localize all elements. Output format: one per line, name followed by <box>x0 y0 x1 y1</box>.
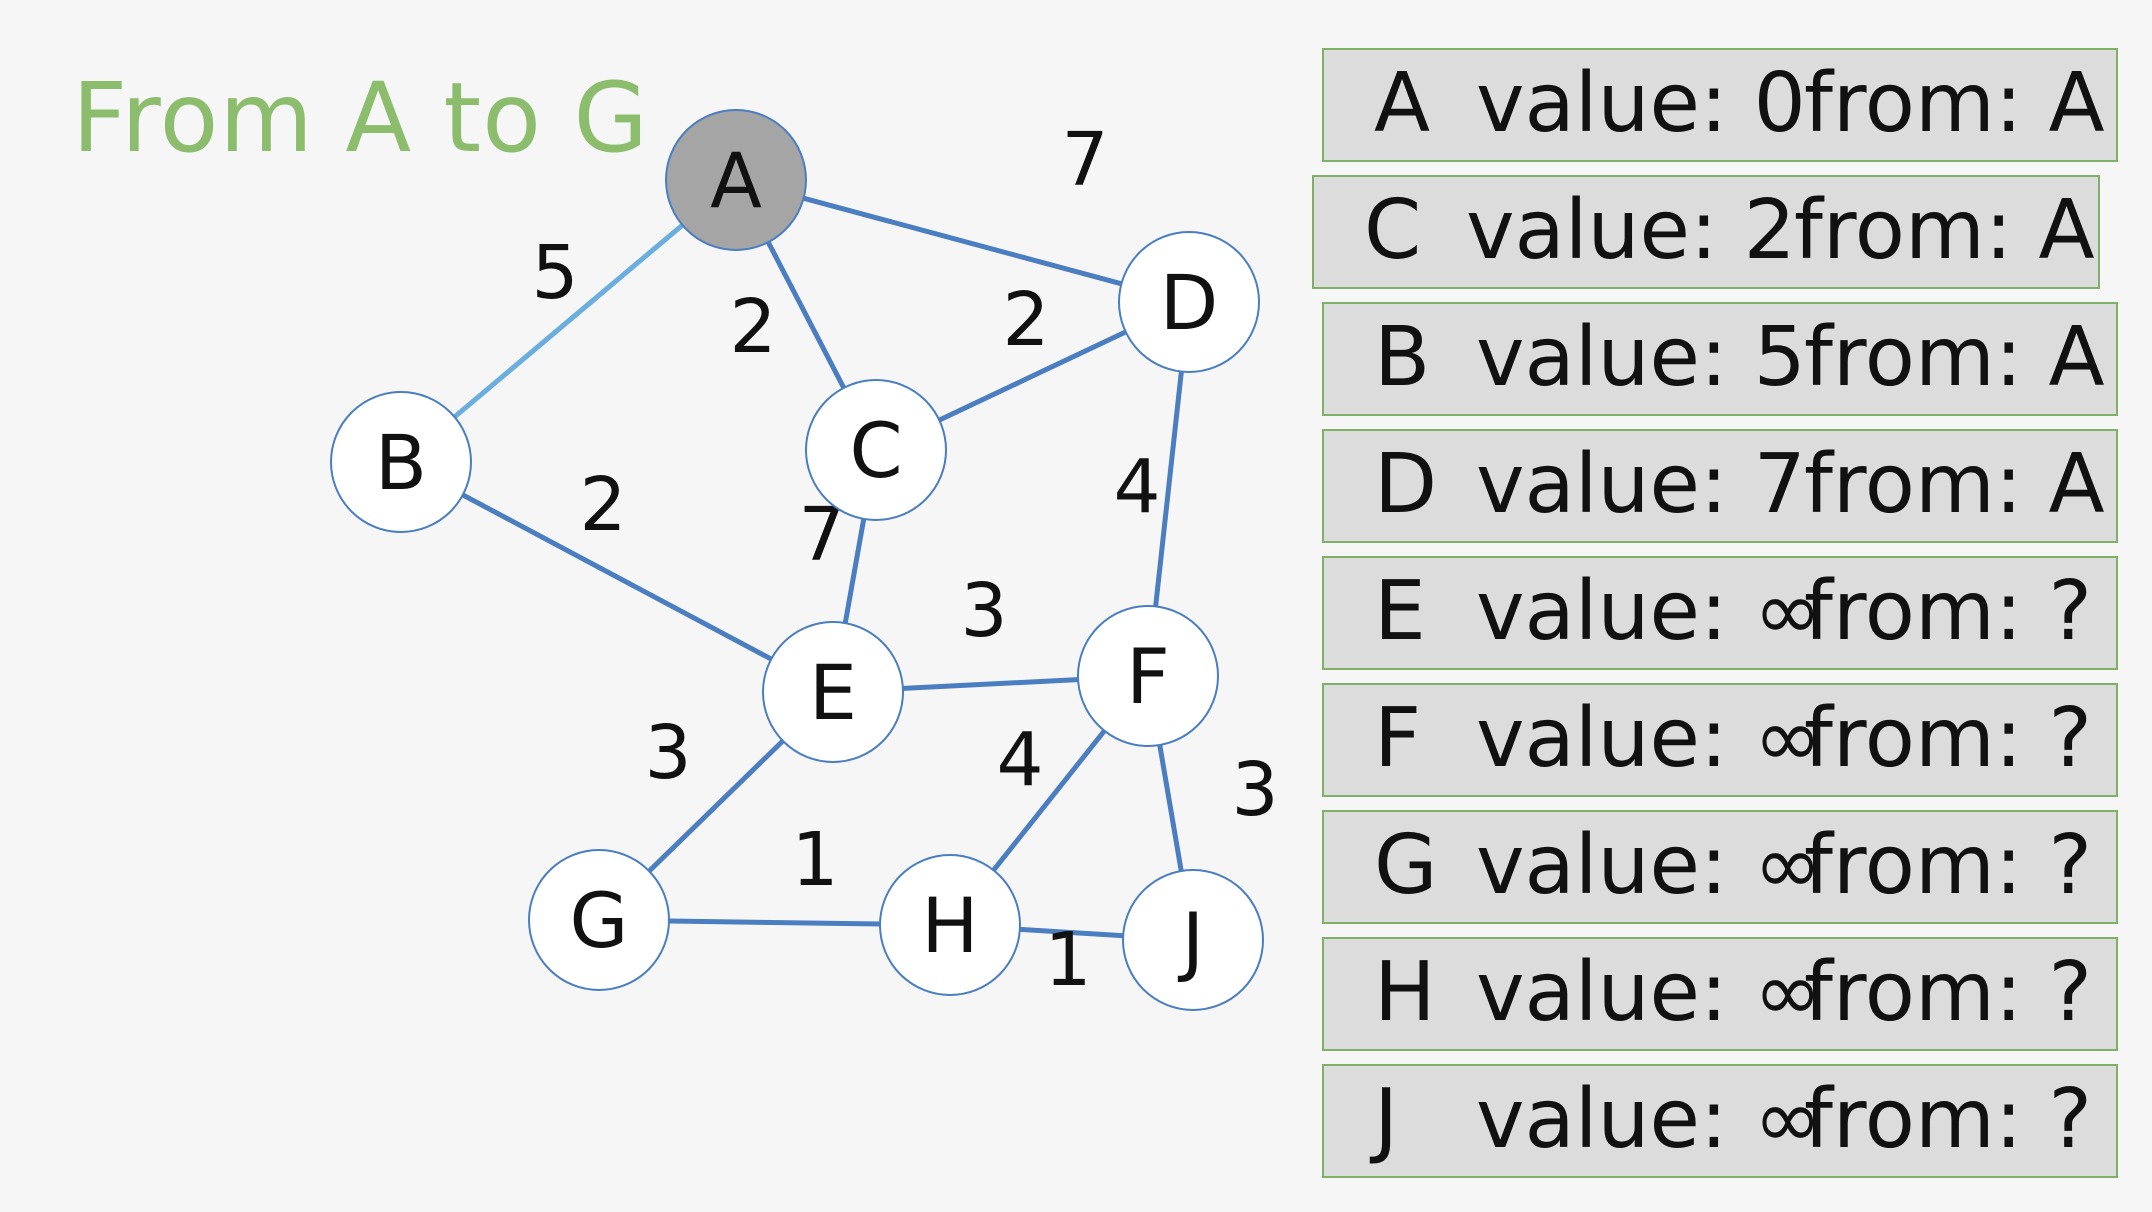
node-value: value: ∞ <box>1476 818 1822 913</box>
edge-a-b <box>399 178 738 464</box>
node-name: H <box>1374 945 1436 1040</box>
node-from: from: ? <box>1804 945 2093 1040</box>
node-value: value: 0 <box>1476 56 1806 151</box>
node-from: from: A <box>1794 183 2095 278</box>
node-value: value: ∞ <box>1476 564 1822 659</box>
node-circle-c <box>805 379 947 521</box>
node-j: J <box>1122 869 1264 1011</box>
node-circle-e <box>762 621 904 763</box>
node-circle-j <box>1122 869 1264 1011</box>
node-f: F <box>1077 605 1219 747</box>
edge-weight-e-g: 3 <box>644 710 691 796</box>
node-value: value: ∞ <box>1476 691 1822 786</box>
node-b: B <box>330 391 472 533</box>
edge-a-d <box>735 177 1190 305</box>
node-name: A <box>1374 56 1431 151</box>
node-from: from: A <box>1804 437 2105 532</box>
node-from: from: ? <box>1804 564 2093 659</box>
node-from: from: ? <box>1804 818 2093 913</box>
edge-weight-g-h: 1 <box>791 817 838 903</box>
node-label-b: B <box>375 418 427 507</box>
node-name: E <box>1374 564 1426 659</box>
edge-b-e <box>399 459 835 695</box>
edge-weight-c-d: 2 <box>1002 277 1049 363</box>
node-value: value: 7 <box>1476 437 1806 532</box>
edge-weight-f-h: 4 <box>996 717 1043 803</box>
node-c: C <box>805 379 947 521</box>
edge-weight-h-j: 1 <box>1044 917 1091 1003</box>
node-d: D <box>1118 231 1260 373</box>
node-circle-b <box>330 391 472 533</box>
node-circle-g <box>528 849 670 991</box>
node-value: value: 5 <box>1476 310 1806 405</box>
node-name: F <box>1374 691 1422 786</box>
edge-weight-a-c: 2 <box>729 284 776 370</box>
node-label-d: D <box>1160 258 1219 347</box>
node-circle-f <box>1077 605 1219 747</box>
node-label-f: F <box>1126 632 1170 721</box>
node-circle-d <box>1118 231 1260 373</box>
node-e: E <box>762 621 904 763</box>
node-name: J <box>1374 1072 1399 1167</box>
node-label-j: J <box>1178 896 1204 985</box>
node-value: value: ∞ <box>1476 945 1822 1040</box>
node-from: from: ? <box>1804 1072 2093 1167</box>
node-label-h: H <box>921 881 978 970</box>
edge-weight-b-e: 2 <box>579 462 626 548</box>
node-name: C <box>1364 183 1422 278</box>
node-h: H <box>879 854 1021 996</box>
edge-weight-d-f: 4 <box>1113 444 1160 530</box>
node-value: value: 2 <box>1466 183 1796 278</box>
node-value: value: ∞ <box>1476 1072 1822 1167</box>
node-name: G <box>1374 818 1438 913</box>
edge-weight-a-b: 5 <box>531 230 578 316</box>
edge-weight-a-d: 7 <box>1061 117 1108 203</box>
node-label-g: G <box>570 876 629 965</box>
node-circle-h <box>879 854 1021 996</box>
edge-weight-e-f: 3 <box>960 568 1007 654</box>
node-name: D <box>1374 437 1438 532</box>
graph-nodes: A B C D E F G H J <box>330 109 1264 1011</box>
node-a: A <box>665 109 807 251</box>
slide-title: From A to G <box>72 62 649 174</box>
node-from: from: A <box>1804 310 2105 405</box>
edge-weight-f-j: 3 <box>1231 747 1278 833</box>
node-name: B <box>1374 310 1431 405</box>
node-from: from: ? <box>1804 691 2093 786</box>
node-label-a: A <box>710 136 762 225</box>
node-circle-a <box>665 109 807 251</box>
node-g: G <box>528 849 670 991</box>
node-from: from: A <box>1804 56 2105 151</box>
node-label-e: E <box>809 648 857 737</box>
node-label-c: C <box>849 406 902 495</box>
